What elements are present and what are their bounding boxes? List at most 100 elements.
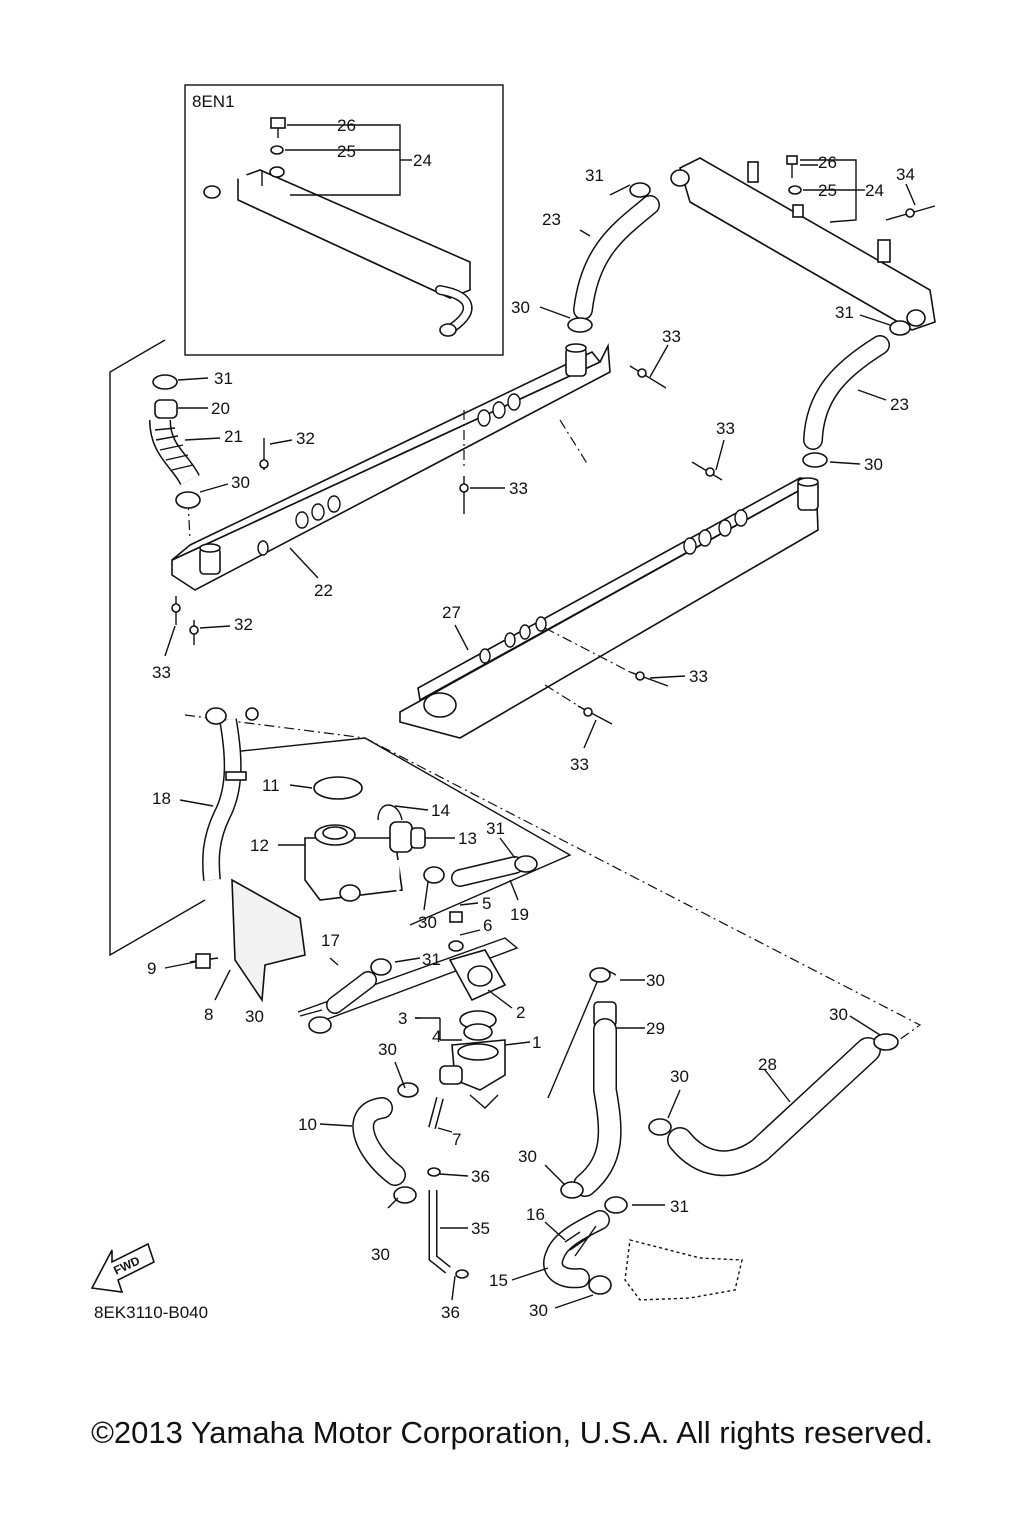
copyright-notice: ©2013 Yamaha Motor Corporation, U.S.A. A… — [91, 1415, 933, 1450]
callout-7: 7 — [452, 1130, 461, 1149]
callout-32: 32 — [296, 429, 315, 448]
hose-23-upper — [567, 182, 660, 333]
callout-30: 30 — [231, 473, 250, 492]
fastener-33-mid — [459, 476, 469, 514]
callout-5: 5 — [482, 894, 491, 913]
hose-29 — [547, 967, 622, 1199]
callout-28: 28 — [758, 1055, 777, 1074]
callout-9: 9 — [147, 959, 156, 978]
callout-1: 1 — [532, 1033, 541, 1052]
bolt-26-icon — [786, 155, 798, 165]
bolt-5-icon — [449, 911, 463, 923]
hose-18 — [202, 707, 259, 881]
callout-30: 30 — [518, 1147, 537, 1166]
callout-13: 13 — [458, 829, 477, 848]
tank-bracket-8 — [189, 878, 306, 1003]
fastener-33-right-mid — [629, 671, 669, 687]
hose-23-right — [802, 320, 911, 468]
clamp-31-right-icon — [889, 320, 911, 336]
diagram-code: 8EK3110-B040 — [94, 1303, 208, 1322]
callout-19: 19 — [510, 905, 529, 924]
callout-33: 33 — [509, 479, 528, 498]
inset-label: 8EN1 — [192, 92, 235, 111]
callout-24: 24 — [865, 181, 884, 200]
fastener-32-upper — [259, 438, 269, 470]
clamp-31-upper-icon — [629, 182, 651, 198]
callout-26: 26 — [818, 153, 837, 172]
hose-7 — [427, 1096, 444, 1177]
callout-29: 29 — [646, 1019, 665, 1038]
callout-33: 33 — [152, 663, 171, 682]
inset-cooler-body — [237, 169, 471, 299]
inset-8en1: 8EN1 26 25 24 — [184, 84, 504, 356]
hose-19 — [423, 855, 538, 887]
inset-callout-26: 26 — [337, 116, 356, 135]
clip-36-lower-icon — [455, 1269, 469, 1279]
cooler-right-outlet — [423, 692, 457, 718]
hose-35 — [428, 1190, 469, 1279]
callout-14: 14 — [431, 801, 450, 820]
callout-2: 2 — [516, 1003, 525, 1022]
cooler-upper-right — [670, 155, 936, 331]
callout-17: 17 — [321, 931, 340, 950]
callout-30: 30 — [646, 971, 665, 990]
callout-33: 33 — [689, 667, 708, 686]
callout-4: 4 — [432, 1027, 441, 1046]
tank-cap-icon — [313, 776, 363, 800]
callout-3: 3 — [398, 1009, 407, 1028]
clamp-30-right-icon — [802, 452, 828, 468]
callout-31: 31 — [422, 950, 441, 969]
fastener-33-top — [629, 365, 667, 389]
cooler-left — [171, 343, 611, 591]
callout-30: 30 — [378, 1040, 397, 1059]
fastener-33-right-low — [577, 705, 613, 725]
callout-30: 30 — [371, 1245, 390, 1264]
inset-callout-25: 25 — [337, 142, 356, 161]
thermostat-assembly — [439, 911, 507, 1109]
callout-10: 10 — [298, 1115, 317, 1134]
hose-10 — [352, 1082, 419, 1204]
callout-31: 31 — [835, 303, 854, 322]
inset-callout-24: 24 — [413, 151, 432, 170]
callout-21: 21 — [224, 427, 243, 446]
callout-33: 33 — [716, 419, 735, 438]
callout-31: 31 — [214, 369, 233, 388]
callout-33: 33 — [662, 327, 681, 346]
callout-20: 20 — [211, 399, 230, 418]
callout-8: 8 — [204, 1005, 213, 1024]
hose-20-icon — [154, 399, 178, 419]
grommet-13-icon — [410, 827, 426, 849]
callout-30: 30 — [670, 1067, 689, 1086]
callout-30: 30 — [864, 455, 883, 474]
washer-25-icon — [788, 185, 802, 195]
inset-border — [184, 84, 504, 356]
callout-11: 11 — [262, 776, 280, 795]
inset-washer-icon — [270, 145, 284, 155]
fastener-33-right-top — [691, 461, 723, 481]
callout-15: 15 — [489, 1271, 508, 1290]
group-bracket-tank — [231, 737, 572, 926]
callout-31: 31 — [486, 819, 505, 838]
group-line-lower — [184, 714, 922, 1046]
callout-36: 36 — [471, 1167, 490, 1186]
clamp-31-icon — [152, 374, 178, 390]
callout-36: 36 — [441, 1303, 460, 1322]
callout-32: 32 — [234, 615, 253, 634]
callout-23: 23 — [542, 210, 561, 229]
hose-17 — [297, 937, 519, 1034]
callout-31: 31 — [585, 166, 604, 185]
callout-27: 27 — [442, 603, 461, 622]
washer-6-icon — [448, 940, 464, 952]
fwd-arrow-icon: FWD — [90, 1242, 155, 1293]
callout-22: 22 — [314, 581, 333, 600]
clamp-30-left-icon — [175, 491, 201, 509]
callout-31: 31 — [670, 1197, 689, 1216]
callout-labels: 31 20 21 32 30 22 33 32 33 33 31 23 30 2… — [147, 153, 915, 1322]
callout-30: 30 — [418, 913, 437, 932]
gasket-4 — [463, 1023, 493, 1041]
callout-33: 33 — [570, 755, 589, 774]
hose-28 — [648, 1033, 899, 1177]
hose-21 — [149, 374, 201, 509]
callout-35: 35 — [471, 1219, 490, 1238]
